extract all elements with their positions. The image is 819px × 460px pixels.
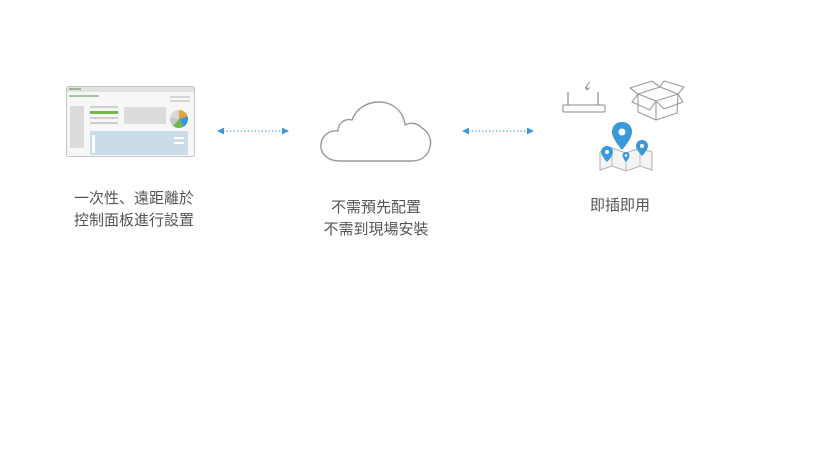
step-caption-cloud: 不需預先配置 不需到現場安裝	[296, 196, 456, 240]
caption-line: 控制面板進行設置	[73, 211, 194, 229]
caption-line: 不需預先配置	[330, 198, 421, 216]
double-arrow-icon	[217, 126, 289, 136]
caption-line: 不需到現場安裝	[323, 220, 429, 238]
step-caption-plug-and-play: 即插即用	[560, 194, 680, 216]
router-icon	[562, 81, 606, 113]
cloud-icon	[318, 100, 434, 164]
plug-and-play-icon	[560, 78, 685, 176]
dashboard-icon	[66, 86, 196, 158]
step-caption-dashboard: 一次性、遠距離於 控制面板進行設置	[46, 187, 222, 231]
double-arrow-icon	[462, 126, 534, 136]
box-icon	[629, 80, 685, 121]
map-pins-icon	[599, 122, 653, 172]
caption-line: 即插即用	[589, 196, 650, 214]
caption-line: 一次性、遠距離於	[73, 189, 194, 207]
